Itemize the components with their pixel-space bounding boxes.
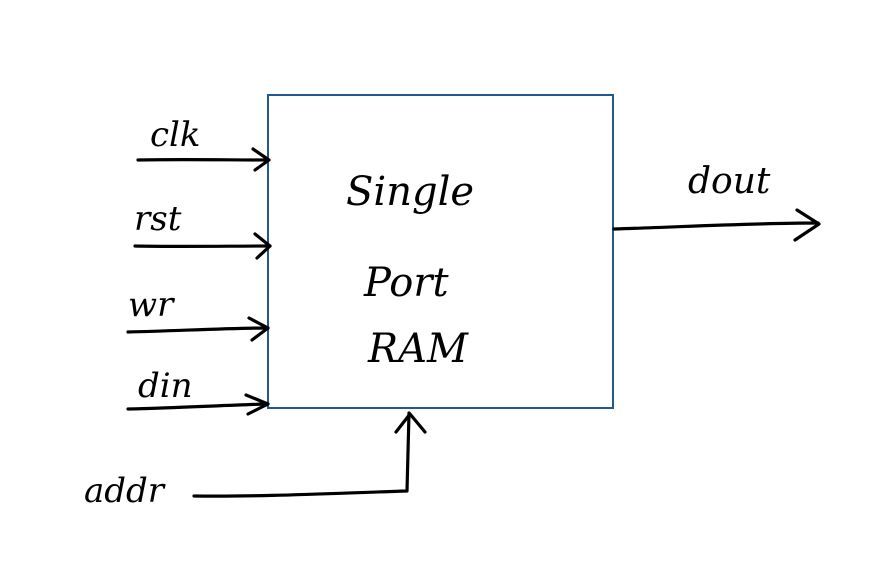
ram-block [267, 94, 614, 409]
dout-arrow [612, 208, 821, 242]
addr-arrow [192, 411, 427, 498]
clk-label: clk [150, 115, 201, 155]
wr-label: wr [128, 285, 175, 325]
clk-arrow [136, 147, 271, 172]
rst-label: rst [134, 199, 182, 239]
wr-arrow [126, 316, 270, 342]
rst-arrow [133, 232, 272, 260]
din-label: din [138, 366, 193, 406]
din-arrow [126, 393, 270, 416]
ram-title-line-3: RAM [367, 326, 469, 372]
dout-label: dout [688, 161, 771, 202]
addr-label: addr [84, 471, 166, 511]
ram-title-line-2: Port [363, 260, 449, 306]
ram-title-line-1: Single [346, 169, 474, 215]
